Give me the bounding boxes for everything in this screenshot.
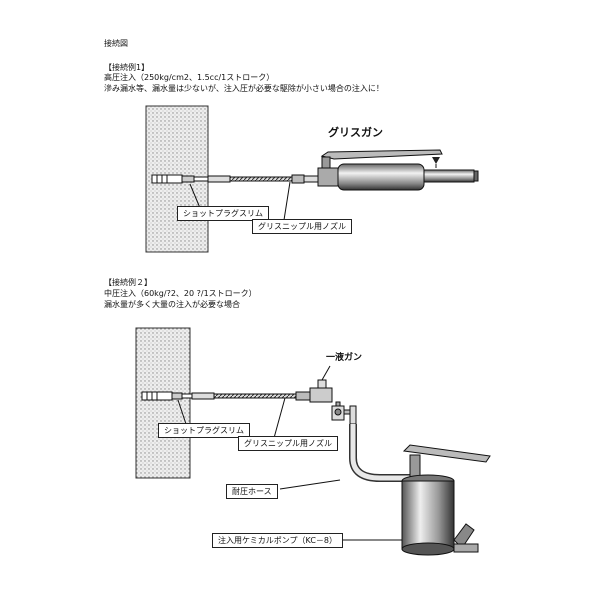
example2-line1: 中圧注入（60kg/?2、20 ?/1ストローク） [104, 289, 257, 298]
example1-line1: 高圧注入（250kg/cm2、1.5cc/1ストローク） [104, 73, 275, 82]
nozzle-leader-1 [283, 181, 291, 221]
page-title: 接続図 [104, 39, 128, 48]
pressure-hose-label: 耐圧ホース [226, 484, 278, 499]
grease-gun [317, 149, 479, 191]
nozzle-leader-2 [273, 397, 286, 439]
one-liquid-gun [309, 365, 357, 425]
example1-heading: 【接続例1】 [104, 63, 150, 72]
one-liquid-gun-label-text: 一液ガン [326, 351, 362, 363]
nozzle-label-2: グリスニップル用ノズル [238, 436, 338, 451]
shot-plug-label-1: ショットプラグスリム [177, 206, 269, 221]
grease-nozzle-hose-1 [207, 174, 325, 184]
one-liquid-gun-label: 一液ガン [326, 351, 362, 363]
nozzle-label-1: グリスニップル用ノズル [252, 219, 352, 234]
shot-plug-label-2: ショットプラグスリム [158, 423, 250, 438]
plug-leader-2 [177, 399, 187, 425]
grease-gun-label: グリスガン [328, 125, 383, 139]
grease-nozzle-hose-2 [191, 391, 311, 401]
plug-leader-1 [189, 183, 201, 209]
chemical-pump-label: 注入用ケミカルポンプ（KC－8） [212, 533, 344, 548]
example1-line2: 滲み漏水等、漏水量は少ないが、注入圧が必要な駆除が小さい場合の注入に！ [104, 84, 384, 93]
example2-heading: 【接続例２】 [104, 278, 152, 287]
hose-leader [279, 479, 341, 490]
example2-line2: 漏水量が多く大量の注入が必要な場合 [104, 300, 240, 309]
chemical-pump [401, 444, 491, 556]
grease-gun-label-text: グリスガン [328, 125, 383, 139]
concrete-wall-2 [135, 327, 191, 479]
pressure-hose [350, 424, 415, 481]
